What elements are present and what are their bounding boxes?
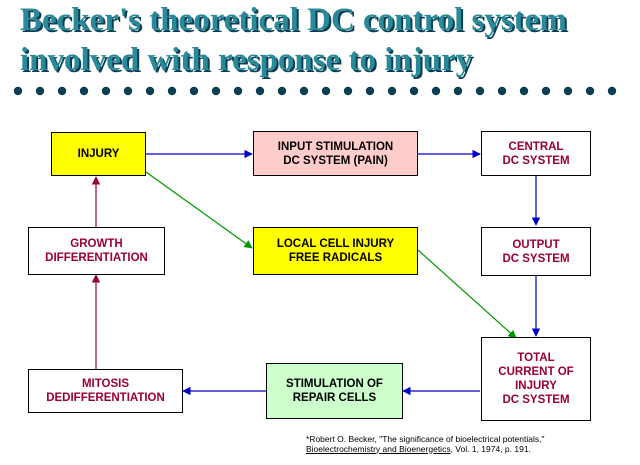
- divider-dot: [519, 86, 529, 96]
- divider-dot: [563, 86, 573, 96]
- divider-dot: [79, 86, 89, 96]
- divider-dot: [189, 86, 199, 96]
- divider-dot: [607, 86, 617, 96]
- node-local-cell-injury-label: LOCAL CELL INJURY FREE RADICALS: [276, 238, 395, 264]
- node-input-stimulation: INPUT STIMULATION DC SYSTEM (PAIN): [253, 131, 418, 176]
- arrow-local-to-total: [417, 249, 517, 339]
- node-input-stimulation-label: INPUT STIMULATION DC SYSTEM (PAIN): [277, 140, 394, 167]
- divider-dot: [299, 86, 309, 96]
- divider-dot: [123, 86, 133, 96]
- divider-dot: [365, 86, 375, 96]
- divider-dot: [101, 86, 111, 96]
- divider-dot: [255, 86, 265, 96]
- divider-dot: [57, 86, 67, 96]
- node-central-dc-label: CENTRAL DC SYSTEM: [502, 140, 570, 167]
- citation-journal: Bioelectrochemistry and Bioenergetics: [306, 443, 451, 454]
- divider-dot: [145, 86, 155, 96]
- node-growth-differentiation: GROWTH DIFFERENTIATION: [28, 227, 165, 275]
- node-stimulation-repair-label: STIMULATION OF REPAIR CELLS: [286, 378, 383, 404]
- divider-dot: [453, 86, 463, 96]
- divider-dot: [35, 86, 45, 96]
- title-line-2: involved with response to injury: [20, 42, 473, 78]
- title-line-1: Becker's theoretical DC control system: [20, 2, 567, 38]
- divider-dot: [321, 86, 331, 96]
- divider-dot: [387, 86, 397, 96]
- citation-part2: , Vol. 1, 1974, p. 191.: [450, 443, 531, 454]
- node-stimulation-repair: STIMULATION OF REPAIR CELLS: [266, 363, 403, 419]
- node-total-current: TOTAL CURRENT OF INJURY DC SYSTEM: [481, 337, 591, 421]
- node-mitosis-label: MITOSIS DEDIFFERENTIATION: [46, 378, 165, 404]
- node-injury-label: INJURY: [77, 148, 120, 160]
- divider-dot: [475, 86, 485, 96]
- divider-dot: [277, 86, 287, 96]
- dotted-divider: [13, 86, 617, 96]
- node-central-dc: CENTRAL DC SYSTEM: [481, 131, 591, 176]
- divider-dot: [431, 86, 441, 96]
- node-output-dc-label: OUTPUT DC SYSTEM: [502, 238, 570, 265]
- arrow-injury-to-local: [145, 171, 253, 249]
- citation-part1: *Robert O. Becker, "The significance of …: [306, 434, 545, 444]
- node-growth-differentiation-label: GROWTH DIFFERENTIATION: [45, 238, 148, 264]
- divider-dot: [211, 86, 221, 96]
- divider-dot: [167, 86, 177, 96]
- node-local-cell-injury: LOCAL CELL INJURY FREE RADICALS: [253, 227, 418, 275]
- citation: *Robert O. Becker, "The significance of …: [306, 434, 606, 454]
- divider-dot: [233, 86, 243, 96]
- divider-dot: [585, 86, 595, 96]
- divider-dot: [409, 86, 419, 96]
- divider-dot: [497, 86, 507, 96]
- node-injury: INJURY: [51, 132, 146, 176]
- divider-dot: [541, 86, 551, 96]
- node-total-current-label: TOTAL CURRENT OF INJURY DC SYSTEM: [498, 352, 574, 406]
- divider-dot: [343, 86, 353, 96]
- node-mitosis: MITOSIS DEDIFFERENTIATION: [28, 369, 183, 413]
- node-output-dc: OUTPUT DC SYSTEM: [481, 227, 591, 276]
- divider-dot: [13, 86, 23, 96]
